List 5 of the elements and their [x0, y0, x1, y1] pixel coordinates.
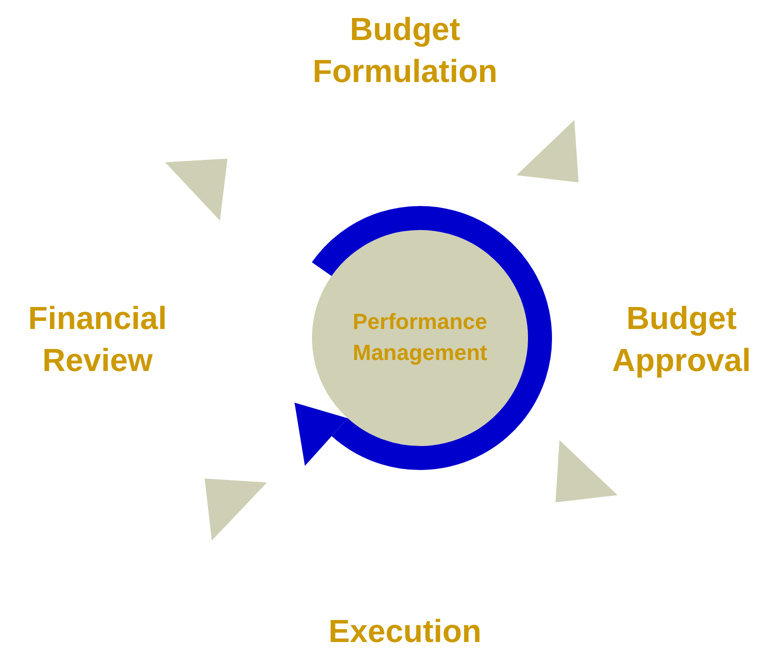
stage-label: Execution: [315, 612, 495, 652]
hub-label: Performance Management: [352, 308, 488, 367]
stage-label: Financial Review: [15, 298, 180, 382]
stage-label: Budget Formulation: [300, 8, 510, 94]
stage-label: Budget Approval: [603, 298, 760, 382]
